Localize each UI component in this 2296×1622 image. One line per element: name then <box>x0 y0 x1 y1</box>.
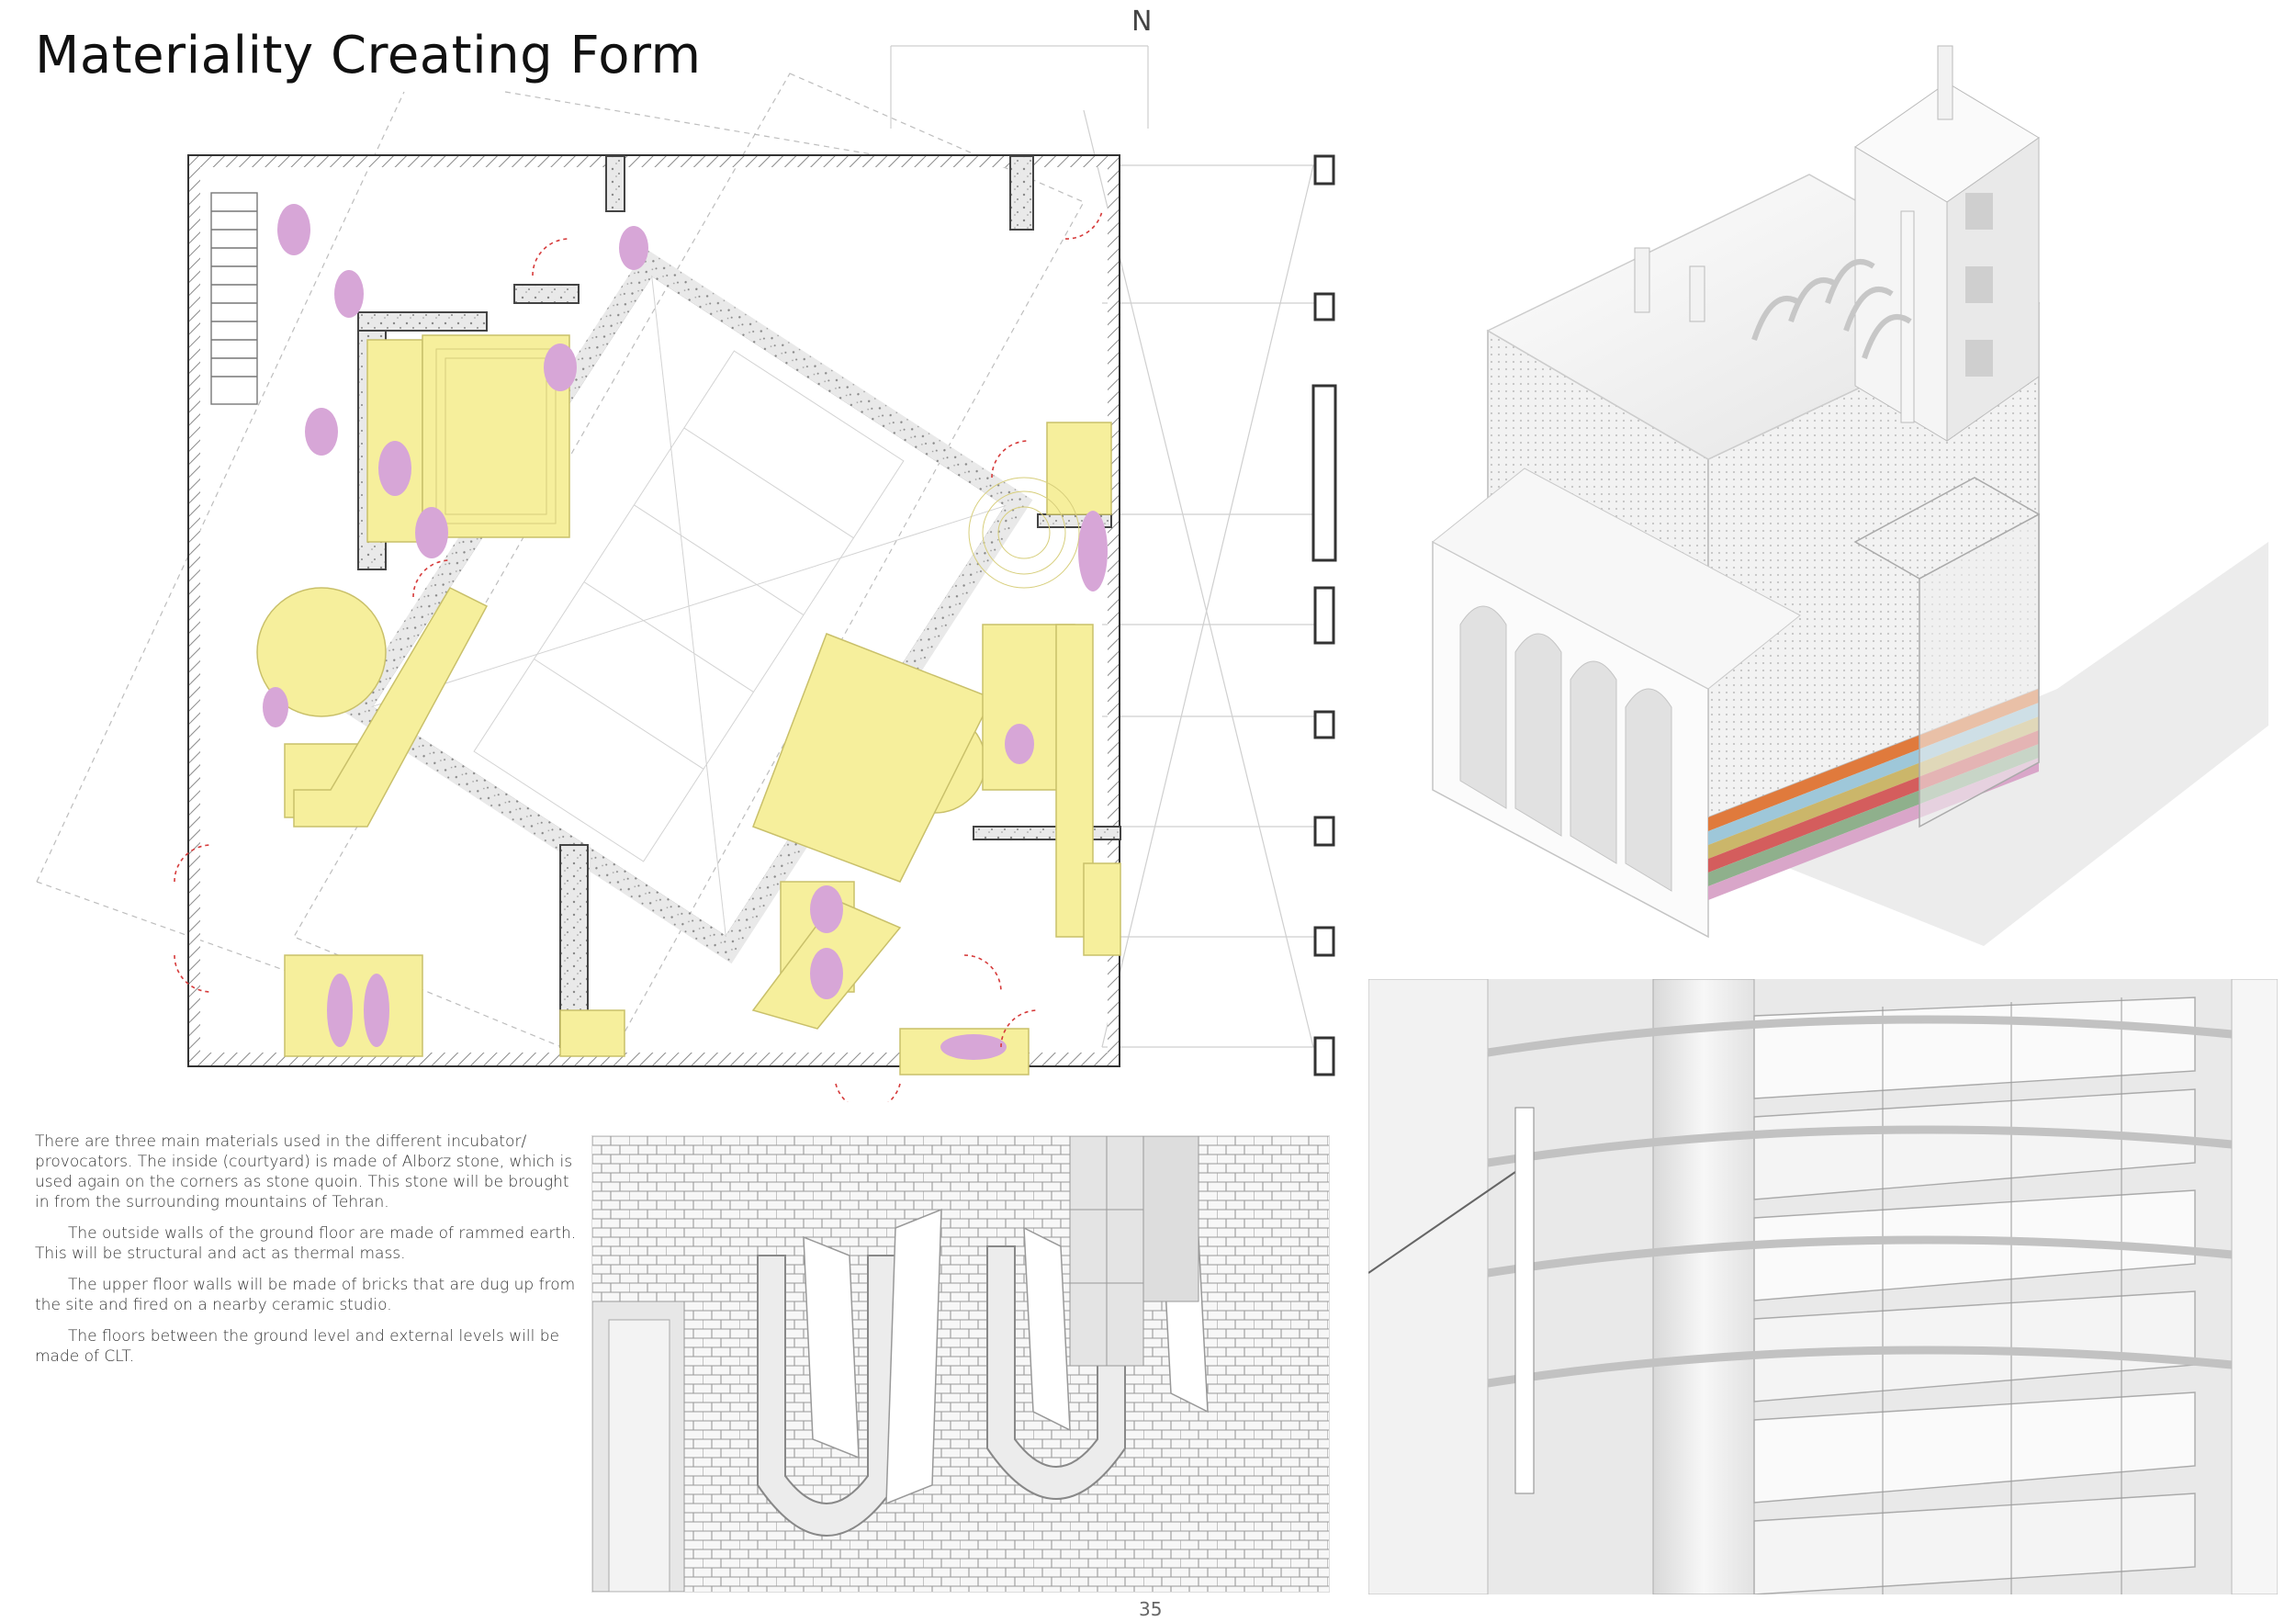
rug-patterns <box>435 348 1080 589</box>
axonometric-drawing <box>1432 45 2268 946</box>
tread-joints <box>1882 997 2122 1594</box>
handrail <box>1487 1015 2233 1388</box>
stair-tower-detail <box>1368 979 2278 1594</box>
page-number: 35 <box>1139 1598 1163 1620</box>
arch-ring <box>1751 259 1912 359</box>
people-figures <box>263 204 1108 1060</box>
floor-plan-drawing <box>36 45 1337 1102</box>
description-paragraph: The floors between the ground level and … <box>35 1327 559 1366</box>
door-swings <box>174 210 1103 1102</box>
description-paragraph: There are three main materials used in t… <box>35 1132 573 1211</box>
furniture <box>256 334 1121 1076</box>
exterior-walls <box>187 154 1120 1067</box>
description-paragraph: The upper floor walls will be made of br… <box>35 1276 576 1314</box>
grid-columns <box>1311 154 1337 1076</box>
materials-description: There are three main materials used in t… <box>35 1132 579 1378</box>
description-paragraph: The outside walls of the ground floor ar… <box>35 1224 577 1263</box>
staircase <box>210 192 258 405</box>
page-title: Materiality Creating Form <box>35 26 702 85</box>
grid-lines <box>890 45 1322 1048</box>
brick-arch-detail <box>591 1135 1330 1593</box>
arcade-arches <box>1459 605 1672 892</box>
north-arrow-icon: N <box>1131 6 1153 38</box>
